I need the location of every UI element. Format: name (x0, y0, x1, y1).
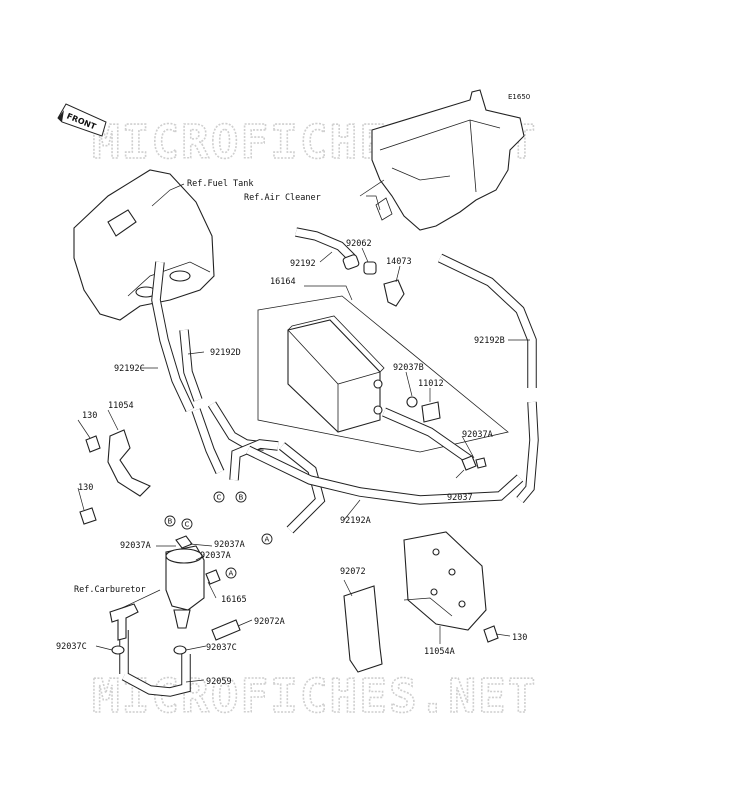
connector-c-pump: C (181, 518, 193, 530)
part-label-92037C-right: 92037C (206, 643, 237, 653)
part-label-92062: 92062 (346, 239, 372, 249)
svg-text:B: B (239, 494, 244, 502)
part-label-16164: 16164 (270, 277, 296, 287)
part-label-11054A: 11054A (424, 647, 455, 657)
connector-b-pump: B (164, 515, 176, 527)
hoses (119, 227, 539, 697)
svg-text:C: C (217, 494, 222, 502)
part-label-11054: 11054 (108, 401, 134, 411)
part-label-92059: 92059 (206, 677, 232, 687)
watermark-bottom: MICROFICHES.NET (92, 669, 537, 723)
canister-group-outline (257, 295, 509, 453)
part-label-92037C-left: 92037C (56, 642, 87, 652)
svg-text:A: A (265, 536, 270, 544)
part-label-92192D: 92192D (210, 348, 241, 358)
part-label-92037B: 92037B (393, 363, 424, 373)
small-parts (79, 254, 499, 673)
connector-a-pump: A (225, 567, 237, 579)
air-cleaner-housing (371, 89, 525, 231)
charcoal-canister (287, 315, 385, 433)
ref-fuel-tank-label: Ref.Fuel Tank (187, 179, 254, 189)
connector-a-mid: A (261, 533, 273, 545)
connector-b-top: B (235, 491, 247, 503)
svg-text:B: B (168, 518, 173, 526)
svg-text:A: A (229, 570, 234, 578)
part-label-92192C: 92192C (114, 364, 145, 374)
part-label-14073: 14073 (386, 257, 412, 267)
connector-c-top: C (213, 491, 225, 503)
part-label-92072: 92072 (340, 567, 366, 577)
ref-carburetor-label: Ref.Carburetor (74, 585, 146, 595)
fuel-tank (73, 169, 215, 321)
part-label-130-mid: 130 (78, 483, 93, 493)
ref-air-cleaner-label: Ref.Air Cleaner (244, 193, 321, 203)
part-label-92192: 92192 (290, 259, 316, 269)
part-label-92192B: 92192B (474, 336, 505, 346)
part-label-92192A: 92192A (340, 516, 371, 526)
part-label-130-bottom: 130 (512, 633, 527, 643)
part-label-92037A-pump-mid: 92037A (200, 551, 231, 561)
part-label-11012: 11012 (418, 379, 444, 389)
part-label-130-top: 130 (82, 411, 97, 421)
part-label-92072A: 92072A (254, 617, 285, 627)
diagram-code: E1650 (508, 93, 530, 101)
part-label-92037A-left: 92037A (120, 541, 151, 551)
part-label-92037A-right: 92037A (462, 430, 493, 440)
part-label-92037-right: 92037 (447, 493, 473, 503)
part-label-16165: 16165 (221, 595, 247, 605)
svg-text:C: C (185, 521, 190, 529)
front-arrow-icon: FRONT (57, 103, 107, 137)
leader-lines (77, 179, 530, 683)
part-label-92037A-pump-right: 92037A (214, 540, 245, 550)
